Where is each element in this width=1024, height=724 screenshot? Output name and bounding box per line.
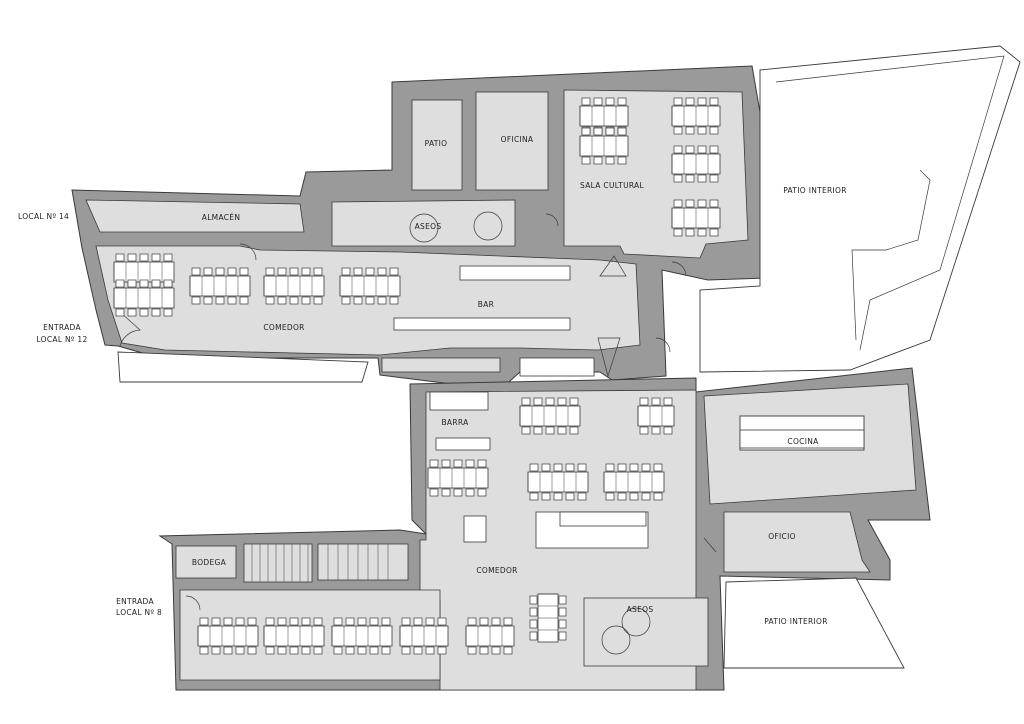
room-label-barra: BARRA	[441, 418, 469, 427]
dining-table	[427, 459, 489, 497]
room-label-cocina: COCINA	[787, 437, 819, 446]
outdoor-areas	[117, 45, 1021, 669]
room-label-aseos-top: ASEOS	[414, 222, 442, 231]
room-label-patio: PATIO	[424, 139, 448, 148]
room-label-comedor-top: COMEDOR	[263, 323, 305, 332]
room-label-entrada-8-line1: ENTRADA	[116, 597, 154, 606]
dining-table	[529, 593, 567, 643]
room-label-oficina: OFICINA	[500, 135, 534, 144]
room-label-entrada-8-line2: LOCAL Nº 8	[115, 608, 163, 617]
room-label-local-14: LOCAL Nº 14	[18, 212, 70, 221]
room-label-entrada-12-line2: LOCAL Nº 12	[36, 335, 88, 344]
room-label-comedor-bottom: COMEDOR	[476, 566, 518, 575]
room-label-bodega: BODEGA	[191, 558, 227, 567]
dining-table	[519, 397, 581, 435]
dining-table	[671, 199, 721, 237]
room-label-sala-cultural: SALA CULTURAL	[580, 181, 644, 190]
dining-table	[465, 617, 515, 655]
room-label-bar: BAR	[477, 300, 495, 309]
dining-table	[527, 463, 589, 501]
room-label-oficio: OFICIO	[768, 532, 796, 541]
dining-table	[339, 267, 401, 305]
room-label-patio-interior-bottom: PATIO INTERIOR	[764, 617, 828, 626]
dining-table	[671, 145, 721, 183]
dining-table	[331, 617, 393, 655]
dining-table	[263, 617, 325, 655]
dining-table	[671, 97, 721, 135]
door-swings	[119, 211, 717, 655]
dining-table	[263, 267, 325, 305]
dining-table	[637, 397, 675, 435]
dining-table	[399, 617, 449, 655]
dining-tables	[113, 97, 721, 655]
room-label-almacen: ALMACÉN	[201, 213, 241, 222]
stair-treads	[251, 544, 389, 582]
room-label-patio-interior-top: PATIO INTERIOR	[783, 186, 847, 195]
dining-table	[579, 127, 629, 165]
dining-table	[197, 617, 259, 655]
room-label-entrada-12-line1: ENTRADA	[43, 323, 81, 332]
bar-counters	[393, 265, 865, 549]
dining-table	[603, 463, 665, 501]
dining-table	[113, 279, 175, 317]
room-label-aseos-bottom: ASEOS	[626, 605, 654, 614]
dining-table	[189, 267, 251, 305]
